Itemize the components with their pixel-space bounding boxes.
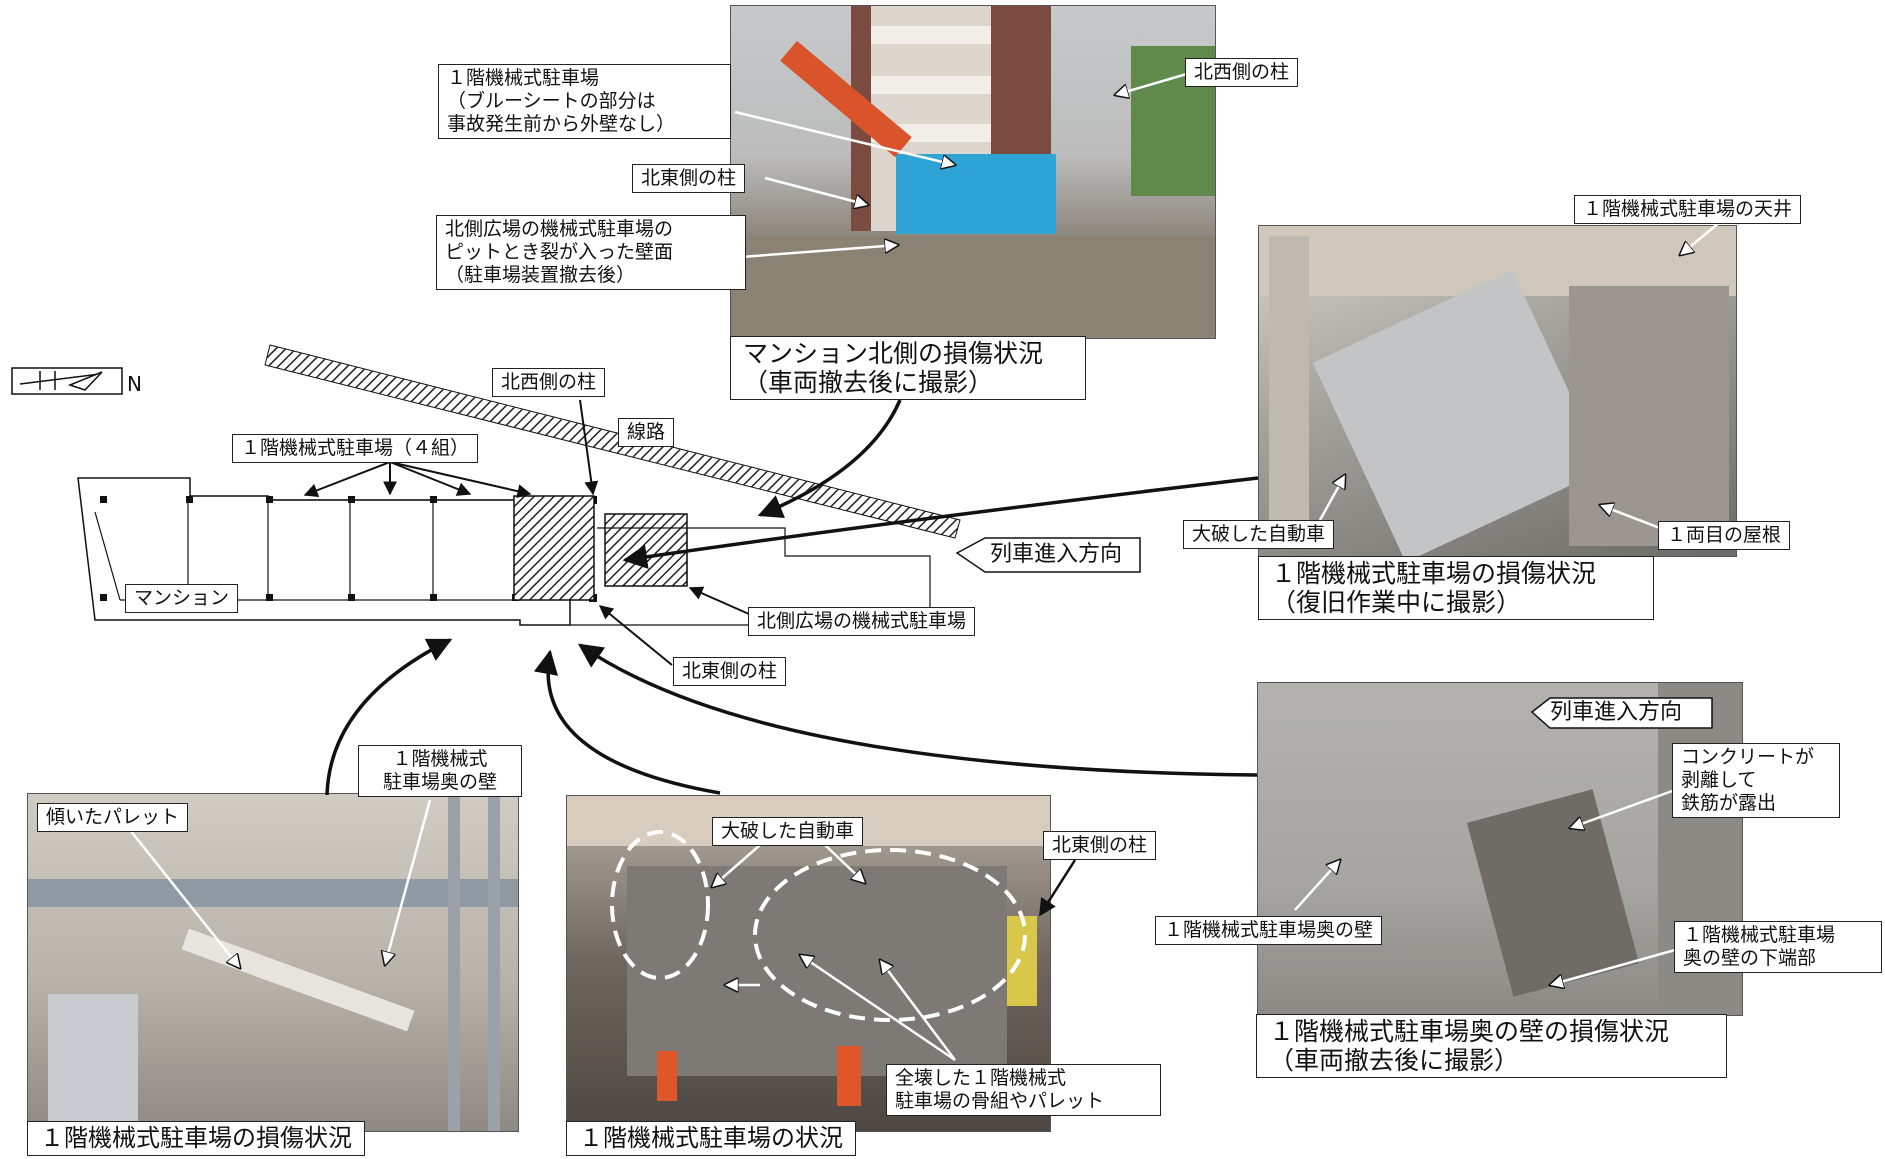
wall-caption: １階機械式駐車場奥の壁の損傷状況 （車両撤去後に撮影）	[1256, 1014, 1727, 1078]
wreckage	[627, 866, 1007, 1076]
mansion-label: マンション	[125, 584, 239, 613]
exposed-rebar	[1466, 789, 1640, 997]
stairs	[48, 994, 138, 1131]
compass-label: N	[127, 372, 142, 396]
status-frame-label: 全壊した１階機械式 駐車場の骨組やパレット	[886, 1064, 1161, 1116]
ceiling-car-label: 大破した自動車	[1183, 520, 1335, 549]
tilted-pallet	[181, 928, 415, 1032]
traffic-cone	[837, 1046, 861, 1106]
ceiling-caption: １階機械式駐車場の損傷状況 （復旧作業中に撮影）	[1258, 556, 1654, 620]
wall-label: １階機械式駐車場奥の壁	[1155, 916, 1383, 945]
status-caption: １階機械式駐車場の状況	[566, 1121, 856, 1156]
rubble	[731, 236, 1215, 338]
wall-bottom-label: １階機械式駐車場 奥の壁の下端部	[1674, 921, 1882, 973]
ceiling-roof-label: １両目の屋根	[1658, 521, 1791, 550]
pallet-caption: １階機械式駐車場の損傷状況	[27, 1121, 365, 1156]
photo-ceiling	[1258, 225, 1737, 557]
wall-concrete-label: コンクリートが 剥離して 鉄筋が露出	[1672, 743, 1840, 818]
train-car-2	[604, 513, 688, 587]
scaffold-2	[488, 794, 500, 1131]
scaffold	[448, 794, 460, 1131]
status-car-label: 大破した自動車	[712, 817, 864, 846]
pallet-back-wall-label: １階機械式 駐車場奥の壁	[358, 745, 522, 797]
parking-bays	[267, 499, 519, 601]
parking-4-label: １階機械式駐車場（４組）	[232, 434, 479, 463]
north-parking-label: １階機械式駐車場 （ブルーシートの部分は 事故発生前から外壁なし）	[438, 64, 731, 139]
north-caption: マンション北側の損傷状況 （車両撤去後に撮影）	[730, 336, 1086, 400]
bystander	[1007, 916, 1037, 1006]
north-nw-column-label: 北西側の柱	[1185, 58, 1299, 87]
photo-back-wall	[1257, 682, 1743, 1016]
photo-pallet	[27, 793, 519, 1132]
steel-beam	[28, 879, 518, 907]
pallet-label: 傾いたパレット	[37, 803, 189, 832]
north-pit-label: 北側広場の機械式駐車場の ピットとき裂が入った壁面 （駐車場装置撤去後）	[436, 215, 746, 290]
blue-sheet	[896, 154, 1056, 234]
wall-direction-label: 列車進入方向	[1550, 700, 1683, 725]
ne-column-label: 北東側の柱	[673, 657, 787, 686]
status-ne-column-label: 北東側の柱	[1043, 831, 1157, 860]
traffic-cone-2	[657, 1051, 677, 1101]
plaza-parking-label: 北側広場の機械式駐車場	[748, 607, 976, 636]
compass-icon	[11, 367, 123, 395]
railway-label: 線路	[618, 418, 675, 447]
crashed-car	[1312, 269, 1606, 556]
photo-north-side	[730, 5, 1216, 339]
train-car-1	[513, 495, 595, 601]
nw-column-label: 北西側の柱	[492, 368, 606, 397]
train-direction-label: 列車進入方向	[990, 542, 1123, 567]
north-ne-column-label: 北東側の柱	[632, 164, 746, 193]
train-roof	[1569, 286, 1729, 546]
ceiling-label: １階機械式駐車場の天井	[1574, 195, 1802, 224]
pillar	[1269, 236, 1309, 546]
